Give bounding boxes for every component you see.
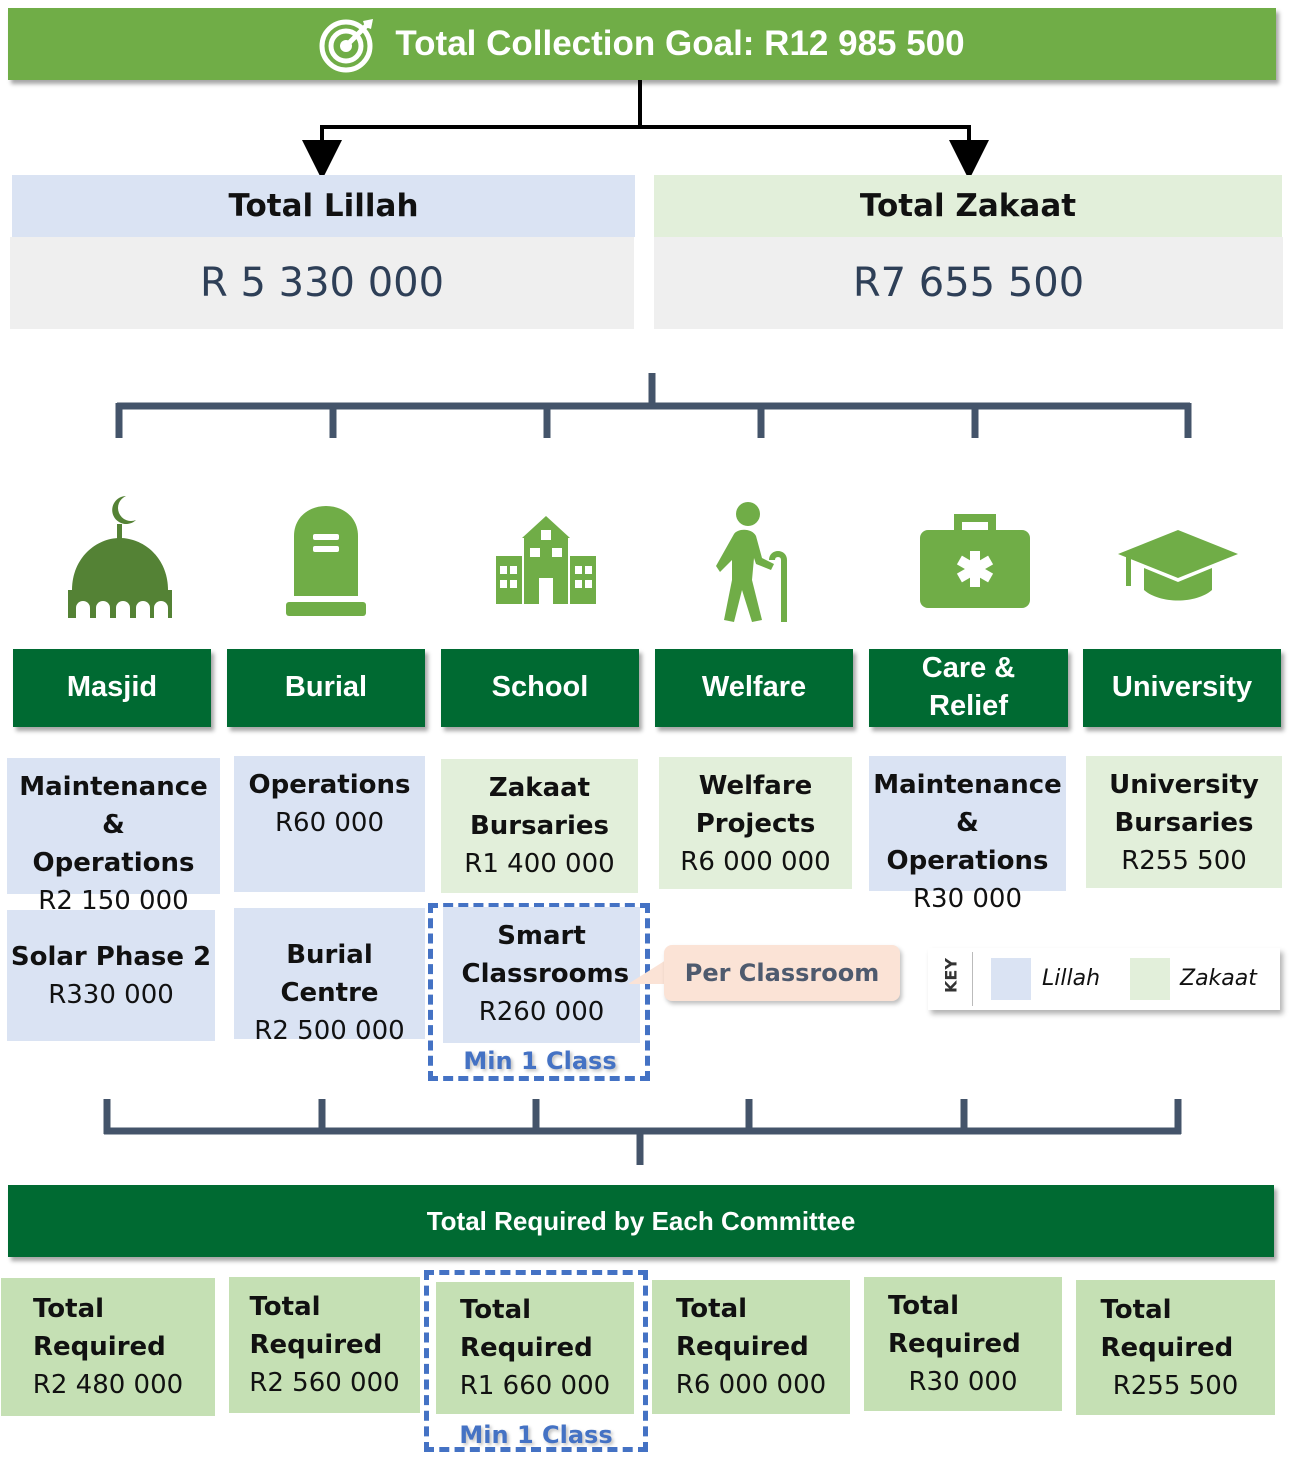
category-bracket <box>115 373 1192 438</box>
callout-pointer <box>628 960 666 984</box>
total-required-masjid: Total Required R2 480 000 <box>1 1278 215 1416</box>
total-lillah-label: Total Lillah <box>228 188 419 224</box>
legend-key: KEY Lillah Zakaat <box>928 948 1280 1010</box>
min-class-note: Min 1 Class <box>440 1044 640 1078</box>
total-label: Total Required <box>460 1295 593 1363</box>
total-required-school: Total Required R1 660 000 <box>436 1282 634 1414</box>
per-classroom-callout: Per Classroom <box>664 945 900 1001</box>
total-value: R6 000 000 <box>675 1370 827 1400</box>
care-maintenance-item: Maintenance & Operations R30 000 <box>869 756 1066 914</box>
total-required-welfare: Total Required R6 000 000 <box>652 1280 850 1414</box>
item-title: Solar Phase 2 <box>10 942 212 972</box>
smart-classrooms-item: Smart Classrooms R260 000 <box>443 907 640 1043</box>
category-masjid: Masjid <box>13 649 211 727</box>
callout-text: Per Classroom <box>684 959 880 987</box>
total-required-care: Total Required R30 000 <box>864 1277 1062 1411</box>
total-required-burial: Total Required R2 560 000 <box>229 1277 420 1413</box>
item-title: Operations <box>248 770 411 800</box>
school-total-dashed-frame <box>424 1270 648 1452</box>
key-divider <box>972 952 973 1006</box>
target-icon <box>319 19 374 73</box>
item-title: Burial Centre <box>280 940 379 1008</box>
item-title: Maintenance & Operations <box>19 772 208 878</box>
category-burial: Burial <box>227 649 425 727</box>
min-class-text: Min 1 Class <box>459 1421 613 1449</box>
goal-connector <box>302 80 989 180</box>
solar-phase-item: Solar Phase 2 R330 000 <box>7 910 215 1041</box>
item-amount: R260 000 <box>478 997 605 1027</box>
item-title: Welfare Projects <box>695 771 816 839</box>
mosque-icon <box>68 496 172 618</box>
category-label: Burial <box>284 671 368 704</box>
total-value: R1 660 000 <box>459 1371 611 1401</box>
key-lillah-label: Lillah <box>1042 966 1101 991</box>
category-welfare: Welfare <box>655 649 853 727</box>
total-goal-banner: Total Collection Goal: R12 985 500 <box>8 8 1276 80</box>
total-lillah-header: Total Lillah <box>12 175 635 237</box>
first-aid-kit-icon <box>920 514 1030 608</box>
total-label: Total Required <box>676 1294 809 1362</box>
total-value: R2 560 000 <box>249 1368 400 1398</box>
item-amount: R6 000 000 <box>680 847 831 877</box>
category-label: Care & Relief <box>921 652 1016 722</box>
university-bursaries-item: University Bursaries R255 500 <box>1086 756 1282 888</box>
total-label: Total Required <box>249 1292 383 1360</box>
category-school: School <box>441 649 639 727</box>
smart-classrooms-dashed-frame <box>428 903 650 1081</box>
total-zakaat-amount: R7 655 500 <box>654 237 1283 329</box>
total-value: R30 000 <box>908 1367 1018 1397</box>
category-label: Welfare <box>701 671 807 704</box>
total-required-university: Total Required R255 500 <box>1076 1280 1275 1415</box>
key-title: KEY <box>941 958 961 993</box>
goal-title: Total Collection Goal: R12 985 500 <box>395 24 965 63</box>
item-amount: R30 000 <box>912 884 1023 914</box>
gravestone-icon <box>286 506 366 616</box>
zakaat-amount-text: R7 655 500 <box>852 260 1085 306</box>
category-label: Masjid <box>66 671 158 704</box>
item-amount: R255 500 <box>1121 846 1247 876</box>
zakaat-bursaries-item: Zakaat Bursaries R1 400 000 <box>441 759 638 893</box>
key-zakaat-label: Zakaat <box>1180 966 1257 991</box>
item-title: Zakaat Bursaries <box>469 773 609 841</box>
item-amount: R1 400 000 <box>464 849 615 879</box>
total-label: Total Required <box>33 1294 166 1362</box>
category-university: University <box>1083 649 1281 727</box>
category-care-relief: Care & Relief <box>869 649 1068 727</box>
total-zakaat-label: Total Zakaat <box>859 188 1077 224</box>
min-class-text: Min 1 Class <box>463 1047 617 1075</box>
item-title: Maintenance & Operations <box>873 770 1062 876</box>
masjid-maintenance-item: Maintenance & Operations R2 150 000 <box>7 758 220 916</box>
min-class-note-total: Min 1 Class <box>436 1418 636 1452</box>
total-required-band: Total Required by Each Committee <box>8 1185 1274 1257</box>
total-zakaat-header: Total Zakaat <box>654 175 1282 237</box>
item-title: University Bursaries <box>1109 770 1259 838</box>
total-label: Total Required <box>1100 1294 1234 1363</box>
item-title: Smart Classrooms <box>461 921 630 989</box>
band-title: Total Required by Each Committee <box>426 1205 856 1236</box>
total-label: Total Required <box>888 1291 1021 1359</box>
graduation-cap-icon <box>1118 530 1238 601</box>
item-amount: R2 500 000 <box>254 1016 405 1046</box>
key-lillah-swatch <box>991 958 1031 1000</box>
school-building-icon <box>496 516 596 604</box>
lillah-amount-text: R 5 330 000 <box>199 260 445 306</box>
total-value: R2 480 000 <box>32 1370 184 1400</box>
total-value: R255 500 <box>1112 1370 1239 1401</box>
item-amount: R60 000 <box>274 808 385 838</box>
category-label: School <box>491 671 589 704</box>
welfare-projects-item: Welfare Projects R6 000 000 <box>659 757 852 889</box>
burial-centre-item: Burial Centre R2 500 000 <box>234 908 425 1046</box>
item-amount: R330 000 <box>48 980 174 1010</box>
category-label: University <box>1111 671 1253 704</box>
elderly-person-icon <box>716 502 787 622</box>
committee-bracket <box>103 1099 1182 1165</box>
burial-operations-item: Operations R60 000 <box>234 756 425 892</box>
key-zakaat-swatch <box>1130 958 1170 1000</box>
total-lillah-amount: R 5 330 000 <box>10 237 634 329</box>
